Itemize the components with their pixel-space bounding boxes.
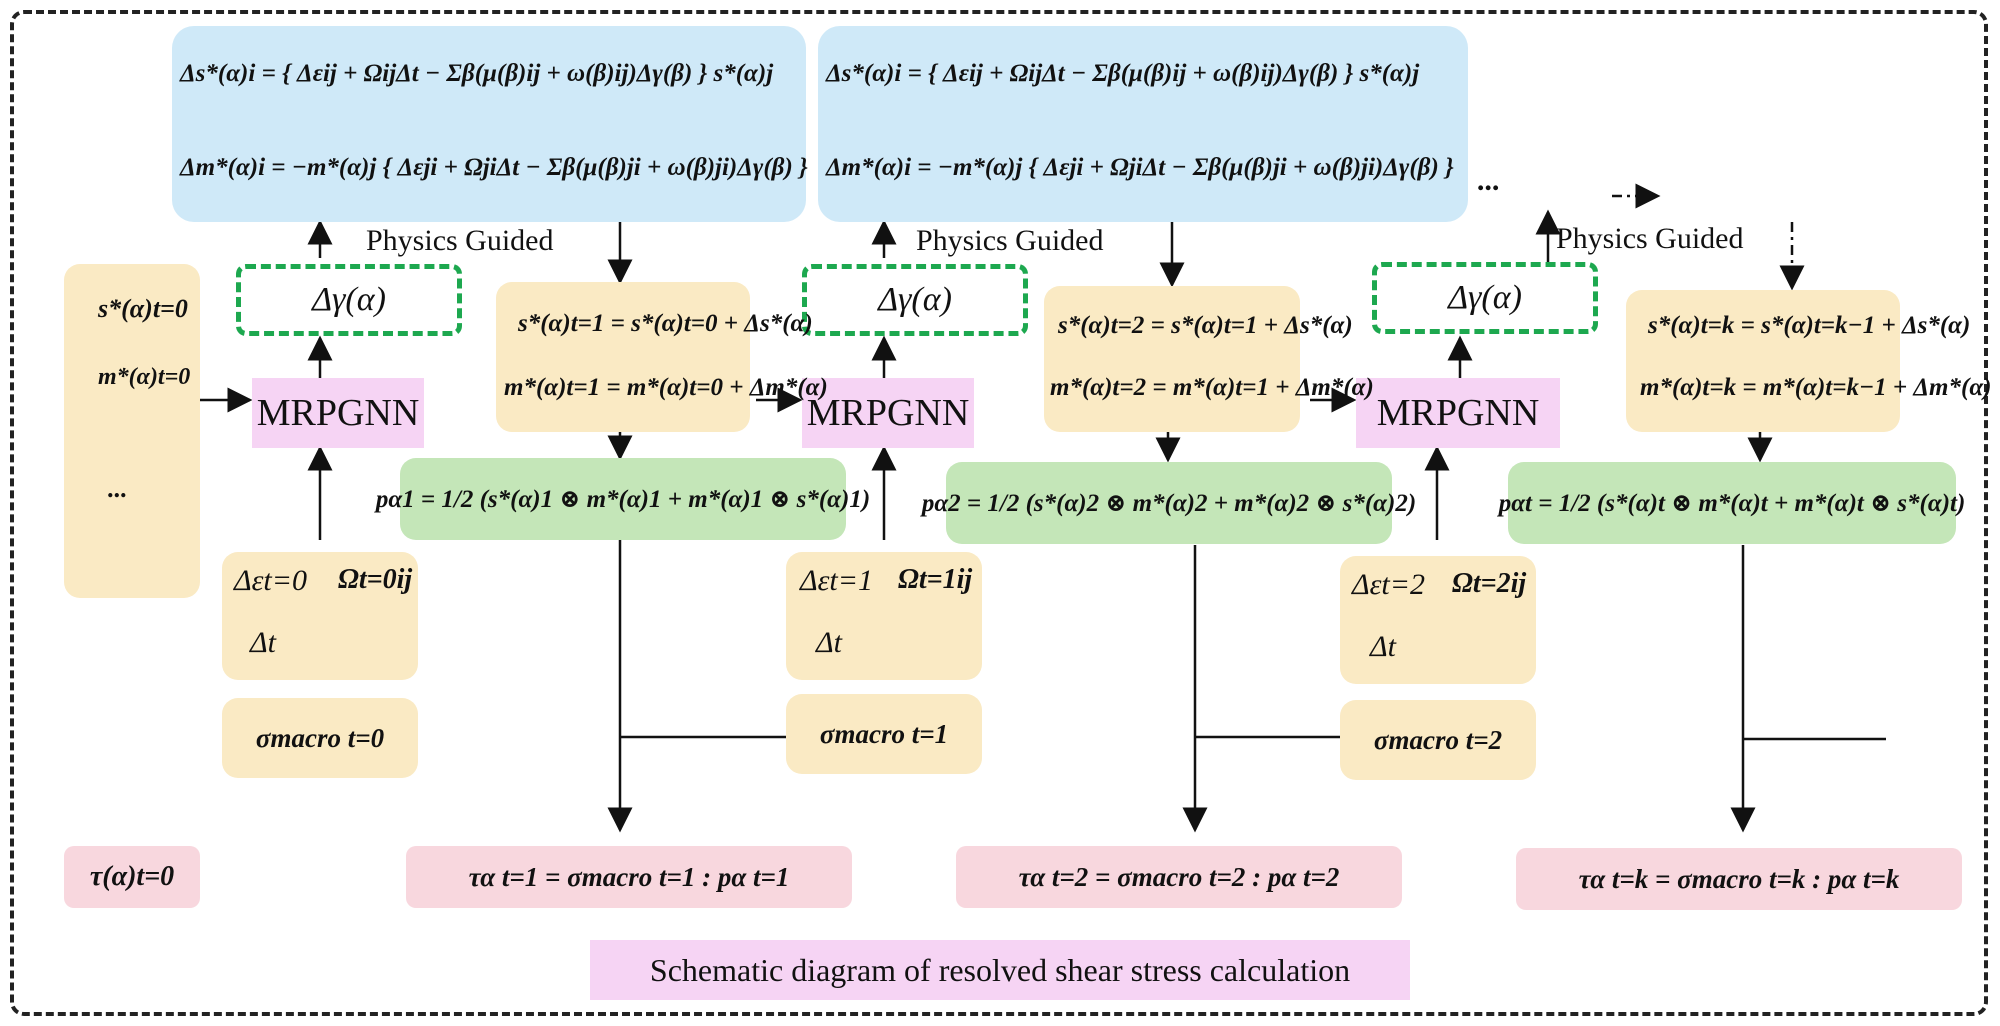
diagram-caption: Schematic diagram of resolved shear stre… [590,940,1410,1000]
strain-increment: Δεt=1 [800,564,874,597]
physics-guided-label: Physics Guided [916,224,1104,257]
resolved-shear-box-2: τα t=2 = σmacro t=2 : pα t=2 [956,846,1402,908]
physics-guided-label: Physics Guided [366,224,554,257]
input-box-t2: Δεt=2 Ωt=2ij Δt [1340,556,1536,684]
input-box-t0: Δεt=0 Ωt=0ij Δt [222,552,418,680]
delta-gamma-box: Δγ(α) [236,264,462,336]
strain-increment: Δεt=0 [234,564,308,597]
state-update-box-k: s*(α)t=k = s*(α)t=k−1 + Δs*(α) m*(α)t=k … [1626,290,1991,432]
m-update: m*(α)t=1 = m*(α)t=0 + Δm*(α) [504,374,828,401]
mrpgnn-network-box: MRPGNN [252,378,424,448]
dm-equation: Δm*(α)i = −m*(α)j { Δεji + ΩjiΔt − Σβ(μ(… [180,154,808,181]
resolved-shear-box-k: τα t=k = σmacro t=k : pα t=k [1516,848,1962,910]
time-step: Δt [1370,630,1396,663]
s-update: s*(α)t=k = s*(α)t=k−1 + Δs*(α) [1648,312,1971,339]
spin-tensor: Ωt=0ij [338,564,413,595]
update-equations-box-1: Δs*(α)i = { Δεij + ΩijΔt − Σβ(μ(β)ij + ω… [172,26,808,222]
time-step: Δt [816,626,842,659]
delta-gamma-box: Δγ(α) [1372,262,1598,334]
update-equations-box-2: Δs*(α)i = { Δεij + ΩijΔt − Σβ(μ(β)ij + ω… [818,26,1468,222]
schmid-tensor-box-t: pαt = 1/2 (s*(α)t ⊗ m*(α)t + m*(α)t ⊗ s*… [1499,462,1965,544]
dm-equation: Δm*(α)i = −m*(α)j { Δεji + ΩjiΔt − Σβ(μ(… [826,154,1454,181]
schmid-tensor-box-1: pα1 = 1/2 (s*(α)1 ⊗ m*(α)1 + m*(α)1 ⊗ s*… [376,458,870,540]
state-update-box-2: s*(α)t=2 = s*(α)t=1 + Δs*(α) m*(α)t=2 = … [1044,286,1374,432]
m-update: m*(α)t=2 = m*(α)t=1 + Δm*(α) [1050,374,1374,401]
delta-gamma-box: Δγ(α) [802,264,1028,336]
mrpgnn-network-box: MRPGNN [802,378,974,448]
m-update: m*(α)t=k = m*(α)t=k−1 + Δm*(α) [1640,374,1992,401]
tau-initial-box: τ(α)t=0 [64,846,200,908]
resolved-shear-box-1: τα t=1 = σmacro t=1 : pα t=1 [406,846,852,908]
s-update: s*(α)t=1 = s*(α)t=0 + Δs*(α) [518,310,813,337]
schmid-tensor-box-2: pα2 = 1/2 (s*(α)2 ⊗ m*(α)2 + m*(α)2 ⊗ s*… [922,462,1416,544]
spin-tensor: Ωt=1ij [898,564,973,595]
macro-stress-box-t2: σmacro t=2 [1340,700,1536,780]
physics-guided-label: Physics Guided [1556,222,1744,255]
state-update-box-1: s*(α)t=1 = s*(α)t=0 + Δs*(α) m*(α)t=1 = … [496,282,828,432]
spin-tensor: Ωt=2ij [1452,568,1527,599]
ds-equation: Δs*(α)i = { Δεij + ΩijΔt − Σβ(μ(β)ij + ω… [826,60,1420,87]
macro-stress-box-t1: σmacro t=1 [786,694,982,774]
macro-stress-box-t0: σmacro t=0 [222,698,418,778]
mrpgnn-network-box: MRPGNN [1356,378,1560,448]
ds-equation: Δs*(α)i = { Δεij + ΩijΔt − Σβ(μ(β)ij + ω… [180,60,774,87]
ellipsis-top: ... [1478,164,1501,197]
s-initial: s*(α)t=0 [98,294,188,323]
initial-state-box: s*(α)t=0 m*(α)t=0 ... [64,264,200,598]
s-update: s*(α)t=2 = s*(α)t=1 + Δs*(α) [1058,312,1353,339]
input-box-t1: Δεt=1 Ωt=1ij Δt [786,552,982,680]
strain-increment: Δεt=2 [1352,568,1426,601]
dashed-outer-frame [10,10,1988,1016]
m-initial: m*(α)t=0 [98,364,191,390]
time-step: Δt [250,626,276,659]
state-ellipsis: ... [108,474,128,503]
